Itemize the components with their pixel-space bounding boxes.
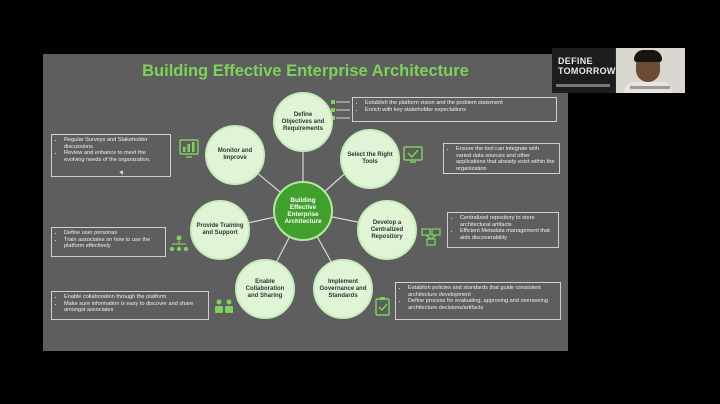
presenter-video-thumbnail[interactable]: DEFINE TOMORROW <box>552 48 685 93</box>
node-select-label: Select the Right Tools <box>347 152 393 165</box>
node-implement-governance: Implement Governance and Standards <box>313 259 373 319</box>
monitor-chart-icon <box>179 139 199 158</box>
node-develop-label: Develop a Centralized Repository <box>370 219 404 240</box>
node-define-objectives: Define Objectives and Requirements <box>273 92 333 152</box>
box-enable: Enable collaboration through the platfor… <box>51 291 209 320</box>
node-enable-collaboration: Enable Collaboration and Sharing <box>235 259 295 319</box>
presenter-hair <box>634 50 662 62</box>
node-define-label: Define Objectives and Requirements <box>281 111 325 132</box>
node-select-tools: Select the Right Tools <box>340 129 400 189</box>
box-develop: Centralized repository to store architec… <box>447 212 559 248</box>
list-item: Establish the platform vision and the pr… <box>365 100 552 107</box>
banner-line1: DEFINE <box>558 56 593 66</box>
box-select: Ensure the tool can integrate with varie… <box>443 143 560 174</box>
list-item: Define user personas <box>64 230 161 237</box>
list-item: Enable collaboration through the platfor… <box>64 294 204 301</box>
list-item: Train associates on how to use the platf… <box>64 237 161 250</box>
org-chart-icon <box>169 235 189 252</box>
list-item: Make sure information is easy to discove… <box>64 301 204 314</box>
box-implement: Establish policies and standards that gu… <box>395 282 561 320</box>
clipboard-check-icon <box>375 297 390 316</box>
list-item: Efficient Metadata management that aids … <box>460 228 554 241</box>
list-item: Enrich with key stakeholder expectations <box>365 107 552 114</box>
presentation-slide: Building Effective Enterprise Architectu… <box>43 54 568 351</box>
list-item: Establish policies and standards that gu… <box>408 285 556 298</box>
center-node: Building Effective Enterprise Architectu… <box>273 181 333 241</box>
list-item: Ensure the tool can integrate with varie… <box>456 146 555 172</box>
node-provide-training: Provide Training and Support <box>190 200 250 260</box>
list-item: Review and enhance to meet the evolving … <box>64 150 166 163</box>
banner-line2: TOMORROW <box>558 66 616 76</box>
box-define: Establish the platform vision and the pr… <box>352 97 557 122</box>
repository-icon <box>421 228 441 246</box>
center-node-label: Building Effective Enterprise Architectu… <box>284 196 322 226</box>
node-develop-repository: Develop a Centralized Repository <box>357 200 417 260</box>
slide-title: Building Effective Enterprise Architectu… <box>142 62 469 80</box>
node-monitor-improve: Monitor and Improve <box>205 125 265 185</box>
presenter-video <box>616 48 685 93</box>
presenter-name-bar <box>630 86 670 89</box>
list-item: Define process for evaluating, approving… <box>408 298 556 311</box>
list-item: Centralized repository to store architec… <box>460 215 554 228</box>
banner-caption-bar <box>556 84 610 87</box>
box-provide: Define user personas Train associates on… <box>51 227 166 257</box>
list-item: Regular Surveys and Stakeholder discussi… <box>64 137 166 150</box>
node-implement-label: Implement Governance and Standards <box>319 278 367 299</box>
node-provide-label: Provide Training and Support <box>196 223 244 236</box>
node-monitor-label: Monitor and Improve <box>217 148 253 161</box>
node-enable-label: Enable Collaboration and Sharing <box>245 278 285 299</box>
box-monitor: Regular Surveys and Stakeholder discussi… <box>51 134 171 177</box>
video-background-banner: DEFINE TOMORROW <box>552 48 615 93</box>
tools-check-icon <box>403 146 423 163</box>
collaboration-icon <box>215 299 233 313</box>
